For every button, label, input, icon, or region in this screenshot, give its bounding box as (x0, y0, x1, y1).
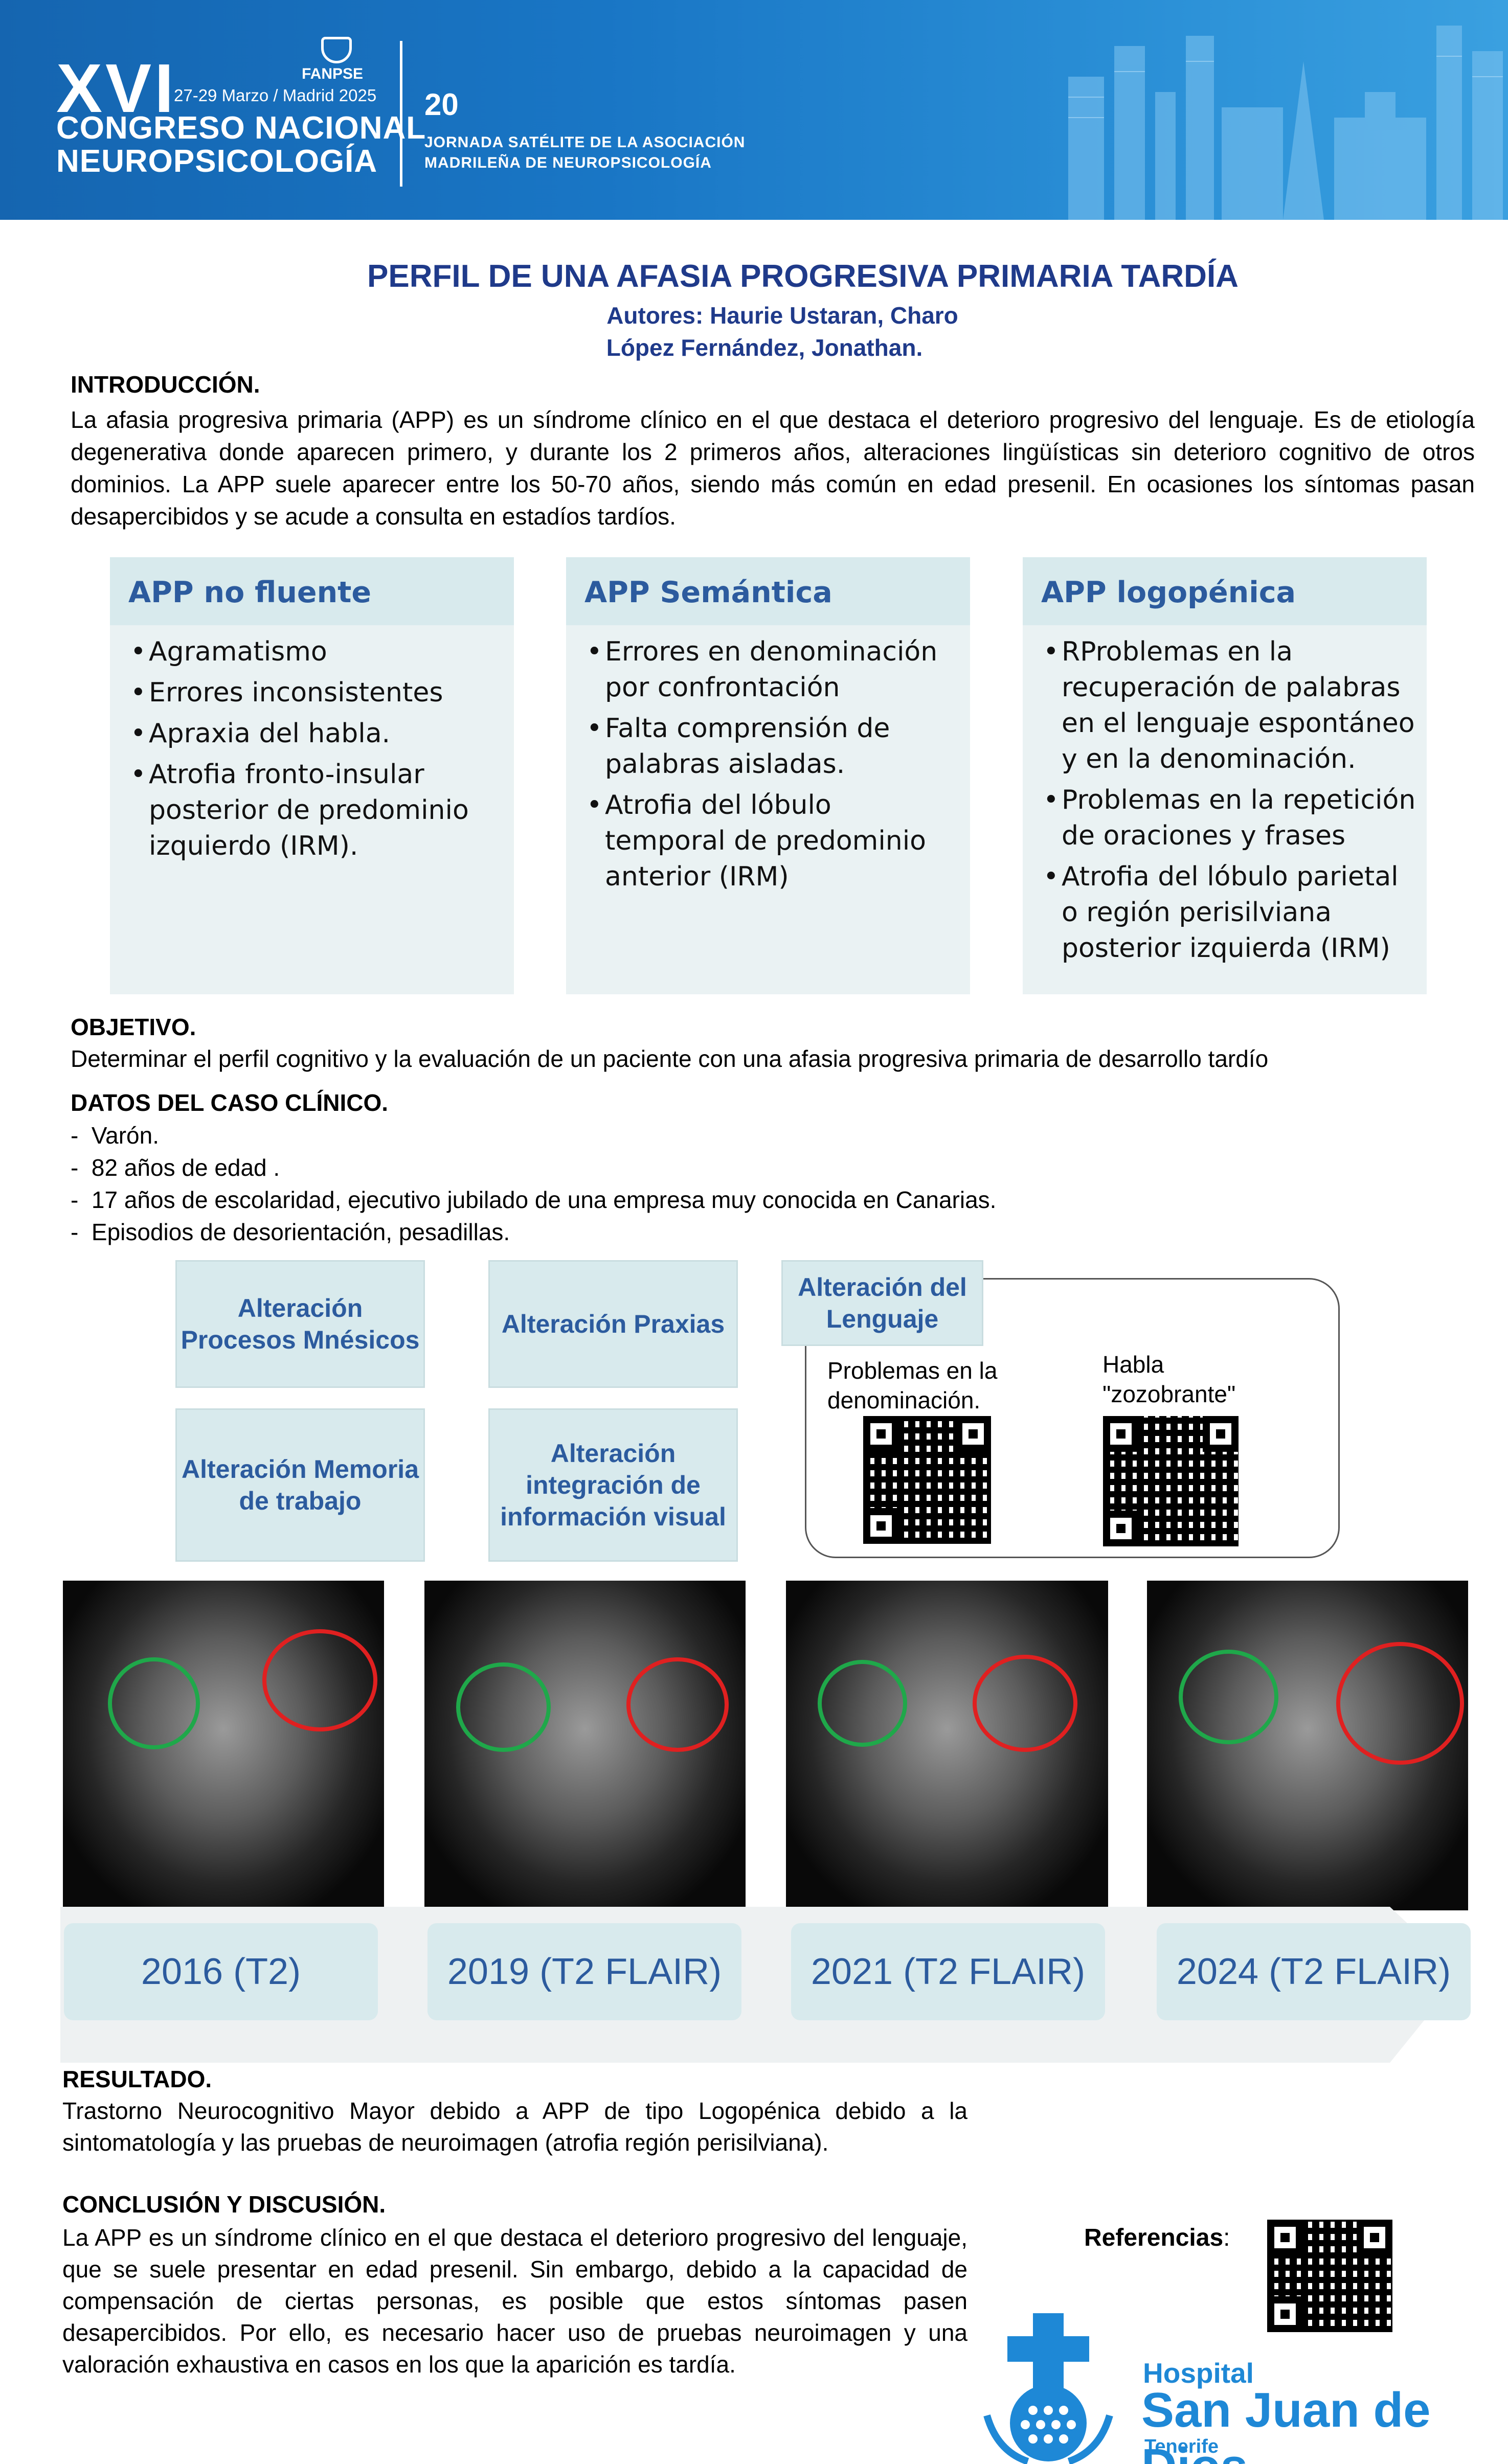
naming-label: Problemas en la denominación. (827, 1357, 998, 1413)
box-mnesic: Alteración Procesos Mnésicos (175, 1260, 425, 1388)
speech-label-line2: "zozobrante" (1102, 1381, 1236, 1407)
column-title: APP Semántica (566, 557, 970, 625)
box-visual: Alteración integración de información vi… (488, 1408, 738, 1562)
logo-location-label: Tenerife (1144, 2436, 1219, 2457)
result-text: Trastorno Neurocognitivo Mayor debido a … (62, 2097, 967, 2156)
case-heading: DATOS DEL CASO CLÍNICO. (71, 1089, 389, 1116)
green-circle-icon (108, 1657, 200, 1749)
column-list: RProblemas en la recuperación de palabra… (1043, 634, 1416, 971)
congress-dates: 27-29 Marzo / Madrid 2025 (174, 86, 377, 105)
conclusion-heading: CONCLUSIÓN Y DISCUSIÓN. (62, 2191, 386, 2218)
mri-image-2024 (1147, 1581, 1468, 1910)
fanpse-label: FANPSE (302, 65, 364, 82)
timeline-2024: 2024 (T2 FLAIR) (1157, 1923, 1471, 2020)
madrid-skyline-icon (1068, 26, 1503, 220)
list-item: Atrofia del lóbulo parietal o región per… (1043, 859, 1416, 966)
green-circle-icon (456, 1662, 551, 1752)
red-circle-icon (973, 1655, 1077, 1752)
edition-number: XVI (56, 50, 177, 127)
qr-code-references-icon[interactable] (1267, 2220, 1392, 2332)
timeline-2016: 2016 (T2) (64, 1923, 378, 2020)
column-app-semantica: APP Semántica Errores en denominación po… (566, 557, 970, 994)
mri-image-2016 (63, 1581, 384, 1910)
speech-label-line1: Habla (1102, 1351, 1164, 1378)
column-title: APP no fluente (110, 557, 514, 625)
list-item: Errores en denominación por confrontació… (587, 634, 960, 705)
poster-title: PERFIL DE UNA AFASIA PROGRESIVA PRIMARIA… (367, 259, 1239, 294)
intro-text: La afasia progresiva primaria (APP) es u… (71, 406, 1475, 530)
green-circle-icon (818, 1660, 907, 1747)
column-app-logopenica: APP logopénica RProblemas en la recupera… (1023, 557, 1427, 994)
qr-code-naming-icon[interactable] (863, 1416, 991, 1544)
header-banner: XVI FANPSE 27-29 Marzo / Madrid 2025 CON… (0, 0, 1508, 220)
congress-title-line2: NEUROPSICOLOGÍA (56, 144, 378, 179)
box-praxis: Alteración Praxias (488, 1260, 738, 1388)
objective-heading: OBJETIVO. (71, 1014, 196, 1040)
fanpse-logo-icon (321, 37, 352, 63)
red-circle-icon (626, 1657, 729, 1752)
list-item: - Episodios de desorientación, pesadilla… (71, 1219, 510, 1245)
satellite-line1: JORNADA SATÉLITE DE LA ASOCIACIÓN (424, 134, 746, 151)
conclusion-text: La APP es un síndrome clínico en el que … (62, 2224, 967, 2378)
list-item: Agramatismo (130, 634, 504, 670)
logo-name-label: San Juan de Dios (1141, 2383, 1431, 2464)
speech-label: Habla "zozobrante" (1102, 1350, 1235, 1409)
box-language: Alteración del Lenguaje (781, 1260, 983, 1346)
list-item: - 17 años de escolaridad, ejecutivo jubi… (71, 1187, 997, 1213)
congress-title-line1: CONGRESO NACIONAL (56, 110, 426, 146)
satellite-line2: MADRILEÑA DE NEUROPSICOLOGÍA (424, 154, 712, 171)
list-item: RProblemas en la recuperación de palabra… (1043, 634, 1416, 777)
list-item: Problemas en la repetición de oraciones … (1043, 782, 1416, 854)
list-item: Apraxia del habla. (130, 716, 504, 751)
timeline-2021: 2021 (T2 FLAIR) (791, 1923, 1105, 2020)
green-circle-icon (1179, 1650, 1278, 1744)
list-item: - Varón. (71, 1122, 160, 1149)
column-list: Errores en denominación por confrontació… (587, 634, 960, 900)
column-title: APP logopénica (1023, 557, 1427, 625)
timeline-2019: 2019 (T2 FLAIR) (427, 1923, 741, 2020)
mri-image-2021 (786, 1581, 1108, 1910)
hospital-logo-icon (983, 2313, 1113, 2464)
references-label: Referencias: (1084, 2224, 1230, 2251)
objective-text: Determinar el perfil cognitivo y la eval… (71, 1045, 1269, 1072)
red-circle-icon (1336, 1642, 1464, 1765)
list-item: Falta comprensión de palabras aisladas. (587, 711, 960, 782)
authors-line1: Autores: Haurie Ustaran, Charo (606, 302, 958, 329)
box-working-memory: Alteración Memoria de trabajo (175, 1408, 425, 1562)
authors-line2: López Fernández, Jonathan. (606, 334, 923, 361)
red-circle-icon (262, 1629, 377, 1731)
anniversary-badge: 20 (424, 87, 459, 122)
qr-code-speech-icon[interactable] (1103, 1416, 1239, 1546)
intro-heading: INTRODUCCIÓN. (71, 371, 260, 398)
case-list: - Varón. - 82 años de edad . - 17 años d… (71, 1120, 1475, 1248)
header-divider (400, 41, 402, 187)
result-heading: RESULTADO. (62, 2066, 212, 2092)
list-item: Errores inconsistentes (130, 675, 504, 711)
list-item: Atrofia del lóbulo temporal de predomini… (587, 787, 960, 895)
list-item: - 82 años de edad . (71, 1154, 280, 1181)
column-list: Agramatismo Errores inconsistentes Aprax… (130, 634, 504, 869)
logo-hospital-label: Hospital (1143, 2357, 1254, 2389)
column-app-no-fluente: APP no fluente Agramatismo Errores incon… (110, 557, 514, 994)
timeline-arrow-icon (60, 1907, 1461, 2063)
list-item: Atrofia fronto-insular posterior de pred… (130, 757, 504, 864)
mri-image-2019 (424, 1581, 746, 1910)
